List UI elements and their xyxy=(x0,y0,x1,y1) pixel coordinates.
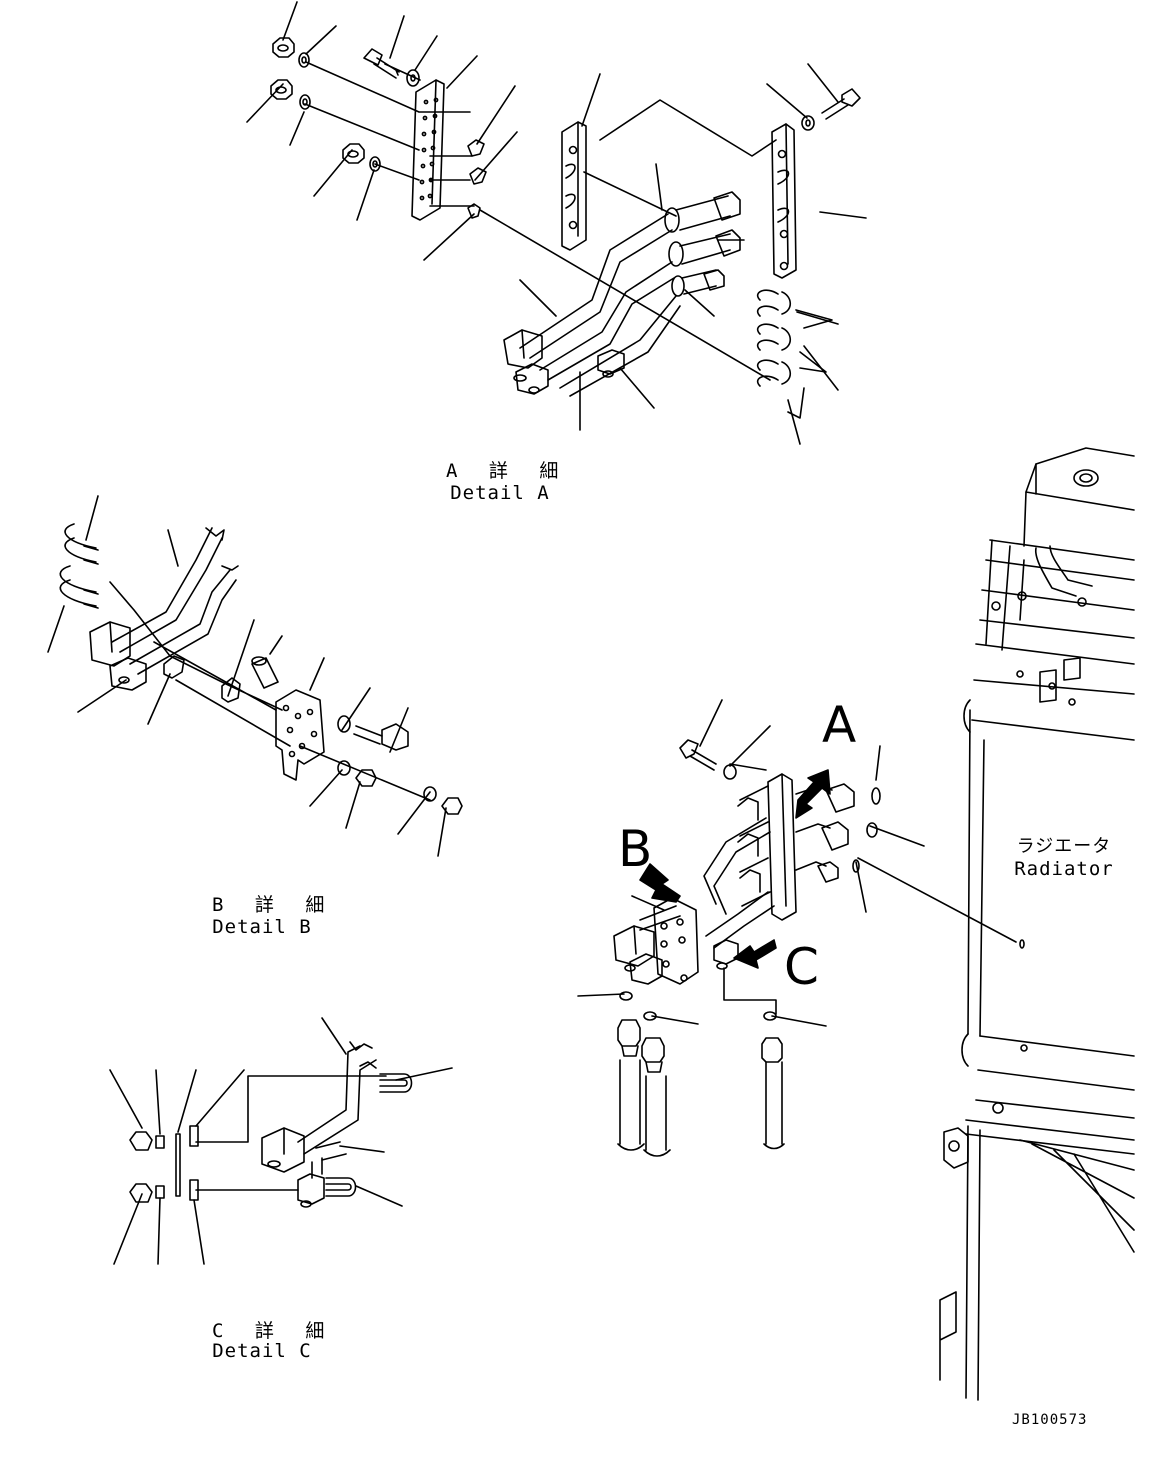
washer-icon xyxy=(299,53,814,171)
view-marker-b: B xyxy=(618,820,653,878)
detail-c-drawing xyxy=(110,1018,452,1264)
view-arrow-c-icon xyxy=(734,940,776,968)
radiator-label-ja: ラジエータ xyxy=(1016,836,1112,857)
washer-icon xyxy=(338,761,350,775)
nut-icon xyxy=(356,770,376,786)
connector-plate-icon xyxy=(412,80,444,220)
o-ring-icon xyxy=(644,1012,656,1020)
washer-icon xyxy=(724,765,736,779)
detail-c-title-ja: C 詳 細 xyxy=(212,1320,335,1342)
detail-a-drawing xyxy=(247,2,866,444)
o-ring-icon xyxy=(867,823,877,837)
pipe-assembly-icon xyxy=(614,774,854,984)
hose-icon xyxy=(618,1020,784,1156)
view-arrow-b-icon xyxy=(640,864,680,902)
radiator-label-en: Radiator xyxy=(1014,858,1114,880)
detail-c-title-en: Detail C xyxy=(212,1340,312,1362)
mounting-bracket-icon xyxy=(276,690,324,780)
detail-b-title-en: Detail B xyxy=(212,916,312,938)
view-marker-c: C xyxy=(784,938,819,996)
u-bolt-icon xyxy=(60,524,98,608)
washer-icon xyxy=(424,787,436,801)
washer-icon xyxy=(156,1136,164,1198)
o-ring-icon xyxy=(853,860,859,872)
bolt-icon xyxy=(364,49,860,119)
o-ring-icon xyxy=(764,1012,776,1020)
bolt-icon xyxy=(354,726,382,744)
radiator-drawing xyxy=(940,448,1134,1400)
view-arrow-a-icon xyxy=(796,770,830,818)
o-ring-icon xyxy=(872,788,880,804)
clamp-plate-icon xyxy=(562,122,586,250)
clamp-plate-icon xyxy=(772,124,796,278)
view-marker-a: A xyxy=(822,696,857,754)
washer-icon xyxy=(338,716,350,732)
pipe-assembly-icon xyxy=(90,528,238,690)
nut-icon xyxy=(442,798,462,814)
detail-a-title-ja: A 詳 細 xyxy=(446,460,569,482)
drawing-code: JB100573 xyxy=(1012,1412,1088,1428)
connector-plate-icon xyxy=(176,1134,180,1196)
u-bolt-icon xyxy=(758,290,832,418)
o-ring-icon xyxy=(620,992,632,1000)
nut-icon xyxy=(271,38,364,163)
detail-b-title-ja: B 詳 細 xyxy=(212,894,335,916)
u-bolt-icon xyxy=(326,1074,412,1196)
bolt-icon xyxy=(680,740,716,770)
main-assembly-drawing xyxy=(578,700,1024,1156)
detail-b-drawing xyxy=(48,496,462,856)
detail-a-title-en: Detail A xyxy=(450,482,550,504)
pipe-assembly-icon xyxy=(504,192,740,396)
pipe-assembly-icon xyxy=(262,1042,376,1207)
nut-icon xyxy=(130,1132,152,1202)
